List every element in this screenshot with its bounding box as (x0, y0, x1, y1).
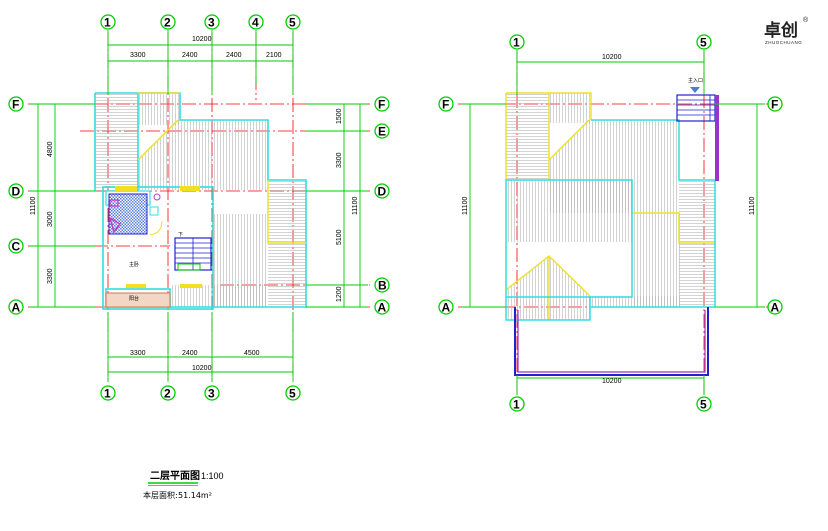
axis-A-right: A (378, 301, 387, 315)
bedroom-label: 主卧 (129, 261, 139, 268)
axis-2-bottom: 2 (164, 387, 171, 401)
left-walls-yellow (137, 92, 306, 244)
right-blue-frame (514, 307, 709, 376)
left-side-dimensions: 11100 4800 3000 3300 (30, 141, 54, 284)
r-top-total-dim: 10200 (602, 54, 622, 61)
stair-label: 下 (178, 232, 183, 238)
r-bottom-total-dim: 10200 (602, 378, 622, 385)
axis-1-top: 1 (104, 16, 111, 30)
top-dim-3: 2400 (226, 52, 242, 59)
axis-F-right: F (378, 98, 385, 112)
left-top-axis-bubbles: 1 2 3 4 5 (100, 14, 301, 30)
left-side-axis-bubbles: F D C A (8, 96, 24, 315)
axis-1-bottom: 1 (104, 387, 111, 401)
brand-logo: 卓创 ® ZHUOCHUANG (764, 16, 809, 45)
axis-3-bottom: 3 (208, 387, 215, 401)
top-dim-4: 2100 (266, 52, 282, 59)
right-dim-3: 5100 (336, 229, 343, 245)
right-dim-2: 3300 (336, 152, 343, 168)
axis-C-left: C (12, 240, 21, 254)
top-dim-2: 2400 (182, 52, 198, 59)
r-axis-5-bottom: 5 (700, 398, 707, 412)
left-dimension-lines (30, 30, 368, 382)
r-axis-1-top: 1 (513, 36, 520, 50)
plan-caption: 二层平面图 1:100 本层面积: 51.14m² (143, 470, 224, 500)
entrance-label: 主入口 (688, 77, 703, 84)
right-dimension-text: 10200 10200 11100 11100 (462, 54, 756, 385)
caption-title: 二层平面图 (150, 470, 200, 482)
left-outer-dim: 11100 (30, 196, 37, 215)
caption-area-value: 51.14m² (178, 491, 212, 500)
right-dim-1: 1500 (336, 108, 343, 124)
left-axis-grid (28, 32, 370, 380)
axis-5-top: 5 (289, 16, 296, 30)
left-dim-1: 4800 (47, 141, 54, 157)
logo-text: 卓创 (764, 20, 798, 41)
axis-D-left: D (12, 185, 21, 199)
logo-subtext: ZHUOCHUANG (765, 40, 802, 45)
caption-scale: 1:100 (201, 471, 224, 481)
r-axis-F-left: F (442, 98, 449, 112)
axis-4-top: 4 (252, 16, 259, 30)
r-axis-A-right: A (771, 301, 780, 315)
r-axis-1-bottom: 1 (513, 398, 520, 412)
right-side-dimensions: 1500 3300 5100 1200 11100 (336, 108, 359, 302)
right-walls-cyan (505, 119, 716, 321)
top-total-dim: 10200 (192, 36, 212, 43)
left-bottom-dimensions: 3300 2400 4500 10200 (130, 350, 260, 372)
r-axis-5-top: 5 (700, 36, 707, 50)
left-interior: 主卧 阳台 下 (105, 186, 212, 308)
left-bottom-axis-bubbles: 1 2 3 5 (100, 385, 301, 401)
balcony-label: 阳台 (129, 295, 139, 302)
left-dim-2: 3000 (47, 211, 54, 227)
r-left-outer-dim: 11100 (462, 196, 469, 215)
logo-registered-mark: ® (803, 16, 809, 24)
axis-D-right: D (378, 185, 387, 199)
axis-E-right: E (378, 125, 386, 139)
bottom-total-dim: 10200 (192, 365, 212, 372)
caption-area-label: 本层面积: (143, 490, 178, 500)
bottom-dim-1: 3300 (130, 350, 146, 357)
bottom-dim-2: 2400 (182, 350, 198, 357)
right-outer-dim: 11100 (352, 196, 359, 215)
left-dim-3: 3300 (47, 268, 54, 284)
axis-B-right: B (378, 279, 387, 293)
right-side-axis-bubbles: F E D B A (374, 96, 390, 315)
left-floor-plan: 主卧 阳台 下 (8, 14, 390, 401)
right-magenta-edge (517, 310, 706, 373)
left-top-dimensions: 10200 3300 2400 2400 2100 (130, 36, 282, 59)
entrance-canopy: 主入口 (676, 77, 719, 181)
axis-3-top: 3 (208, 16, 215, 30)
r-right-outer-dim: 11100 (749, 196, 756, 215)
right-roof-plan: 主入口 1 5 (438, 34, 783, 412)
right-axis-bubbles: 1 5 1 5 F A F A (438, 34, 783, 412)
right-dim-4: 1200 (336, 286, 343, 302)
right-walls-yellow (505, 92, 715, 320)
bottom-dim-3: 4500 (244, 350, 260, 357)
axis-2-top: 2 (164, 16, 171, 30)
right-dimension-lines (462, 50, 765, 395)
axis-5-bottom: 5 (289, 387, 296, 401)
r-axis-F-right: F (771, 98, 778, 112)
left-roof-hatch (95, 93, 306, 307)
axis-A-left: A (12, 301, 21, 315)
axis-F-left: F (12, 98, 19, 112)
top-dim-1: 3300 (130, 52, 146, 59)
r-axis-A-left: A (442, 301, 451, 315)
right-roof-hatch (506, 93, 715, 320)
